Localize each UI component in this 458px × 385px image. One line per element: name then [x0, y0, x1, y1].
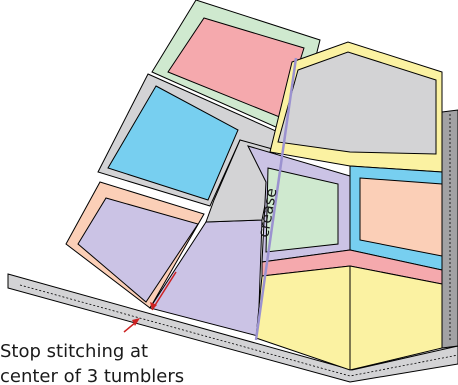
stitch-label-line2: center of 3 tumblers: [0, 366, 184, 385]
stitch-label-line1: Stop stitching at: [0, 341, 148, 362]
right-panel: [442, 110, 458, 348]
